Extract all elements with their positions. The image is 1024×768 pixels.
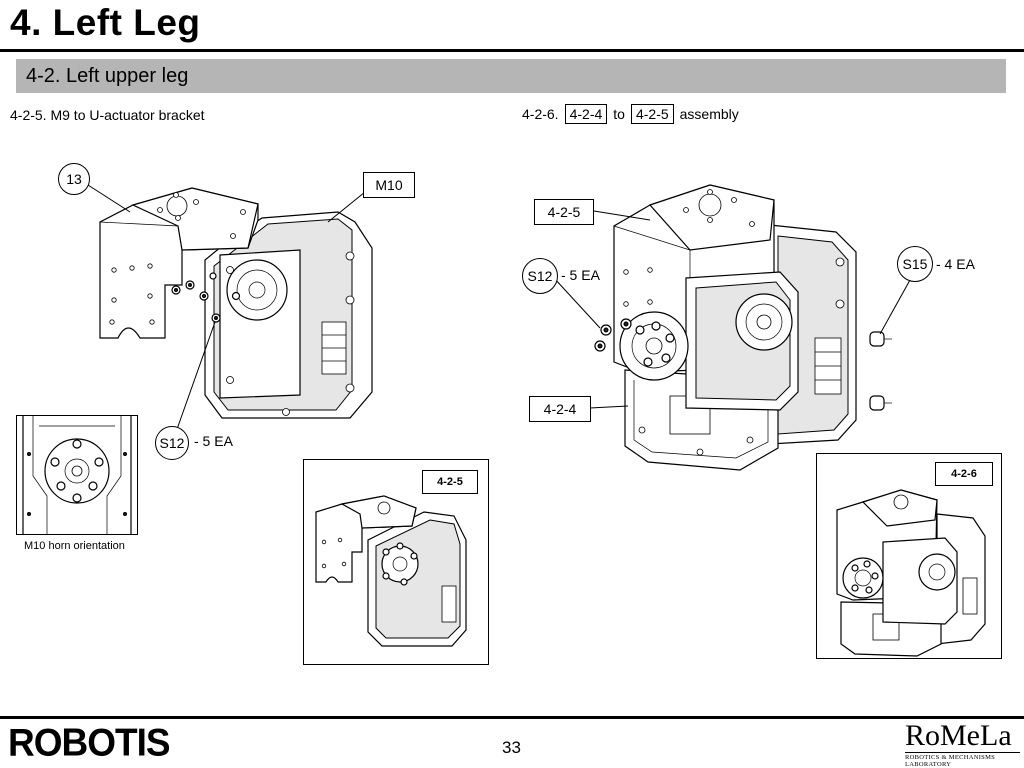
result-inset-tag: 4-2-6 bbox=[935, 462, 993, 486]
section-title: 4-2. Left upper leg bbox=[26, 65, 189, 87]
qty-s15: - 4 EA bbox=[936, 256, 975, 272]
screws-s15-illustration bbox=[869, 331, 892, 411]
callout-s15: S15 bbox=[897, 246, 933, 282]
step-4-2-6-suffix: assembly bbox=[679, 106, 739, 122]
step-ref-4-2-5: 4-2-5 bbox=[630, 104, 674, 124]
result-inset-4-2-5: 4-2-5 bbox=[303, 459, 489, 665]
middle-actuator-illustration bbox=[685, 271, 799, 411]
callout-4-2-4: 4-2-4 bbox=[529, 396, 591, 422]
step-4-2-6-prefix: 4-2-6. bbox=[522, 106, 559, 122]
callout-s12-right: S12 bbox=[522, 258, 558, 294]
result-4-2-6-drawing bbox=[836, 489, 986, 657]
front-horn-illustration bbox=[619, 311, 689, 381]
step-4-2-6-label: 4-2-6. 4-2-4 to 4-2-5 assembly bbox=[522, 104, 739, 124]
callout-4-2-5: 4-2-5 bbox=[534, 199, 594, 225]
screws-s12-illustration bbox=[171, 272, 241, 323]
callout-m10: M10 bbox=[363, 172, 415, 198]
title-divider bbox=[0, 49, 1024, 52]
romela-logo-text: RoMeLa bbox=[905, 719, 1012, 752]
result-inset-4-2-6: 4-2-6 bbox=[816, 453, 1002, 659]
romela-logo-subtitle: ROBOTICS & MECHANISMS LABORATORY bbox=[905, 752, 1020, 768]
step-joiner: to bbox=[613, 106, 625, 122]
section-header-bar: 4-2. Left upper leg bbox=[16, 59, 1006, 93]
horn-orientation-caption: M10 horn orientation bbox=[24, 540, 125, 552]
callout-s12-left: S12 bbox=[155, 426, 189, 460]
u-bracket-illustration bbox=[99, 187, 259, 339]
horn-orientation-drawing bbox=[22, 416, 132, 534]
robotis-logo: ROBOTIS bbox=[8, 720, 171, 764]
page-title: 4. Left Leg bbox=[10, 2, 201, 43]
actuator-m10-illustration bbox=[204, 211, 373, 419]
step-4-2-5-label: 4-2-5. M9 to U-actuator bracket bbox=[10, 107, 205, 123]
romela-logo: RoMeLa ROBOTICS & MECHANISMS LABORATORY bbox=[905, 719, 1020, 768]
qty-s12-right: - 5 EA bbox=[561, 267, 600, 283]
qty-s12-left: - 5 EA bbox=[194, 433, 233, 449]
callout-part-13: 13 bbox=[58, 163, 90, 195]
result-inset-tag: 4-2-5 bbox=[422, 470, 478, 494]
footer-divider bbox=[0, 716, 1024, 719]
page-number: 33 bbox=[502, 738, 521, 757]
step-ref-4-2-4: 4-2-4 bbox=[564, 104, 608, 124]
result-4-2-5-drawing bbox=[315, 495, 467, 647]
horn-orientation-inset bbox=[16, 415, 138, 535]
screws-s12-right-illustration bbox=[594, 318, 632, 352]
